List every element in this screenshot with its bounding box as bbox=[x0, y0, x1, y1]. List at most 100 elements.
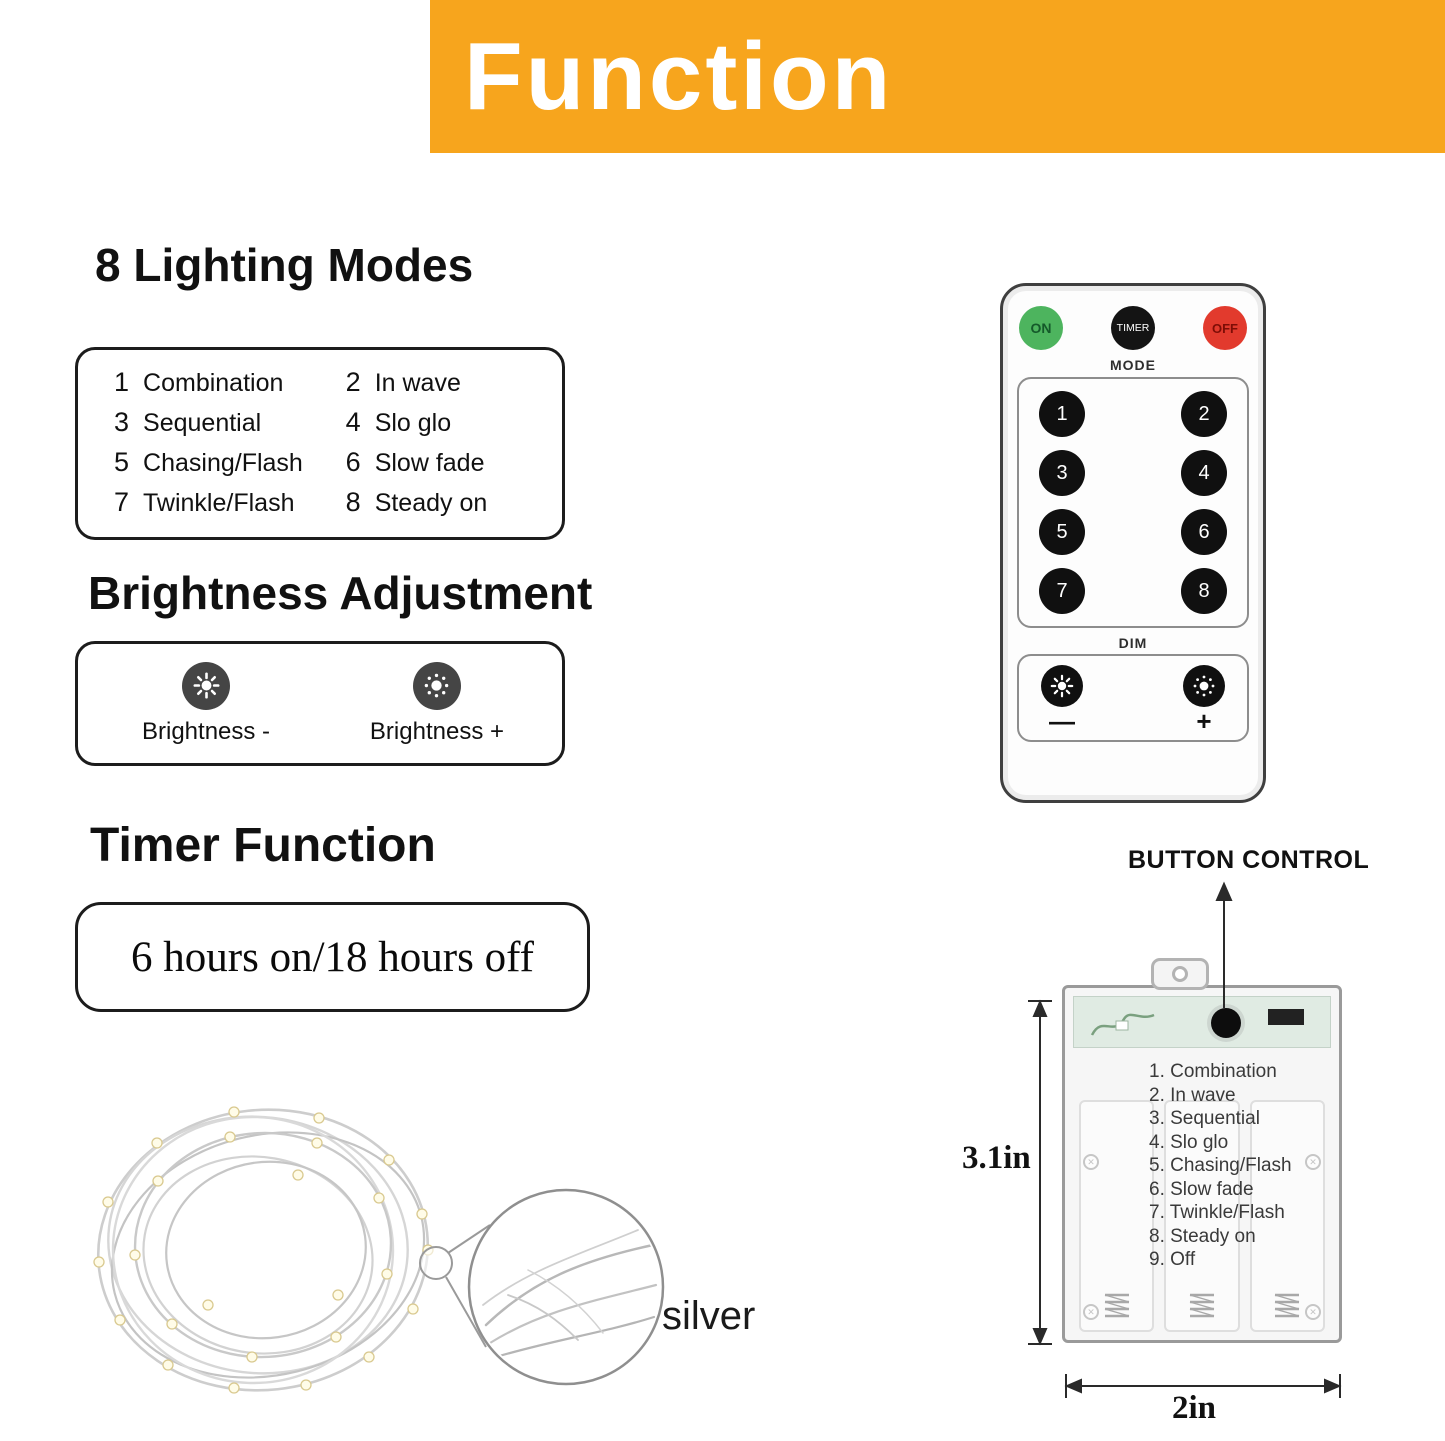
battery-mode-line: 5. Chasing/Flash bbox=[1149, 1155, 1292, 1176]
brightness-heading: Brightness Adjustment bbox=[88, 567, 593, 619]
brightness-plus-group: Brightness + bbox=[369, 661, 504, 746]
remote-mode-button: 3 bbox=[1039, 450, 1085, 496]
battery-box: ✕ ✕ ✕ ✕ 1. Combination 2. In wave 3. Seq… bbox=[1062, 958, 1342, 1343]
brightness-plus-icon bbox=[412, 661, 461, 710]
mode-label: Slow fade bbox=[374, 449, 485, 477]
mode-label: Chasing/Flash bbox=[143, 449, 303, 477]
battery-slot bbox=[1079, 1100, 1155, 1332]
battery-mode-line: 1. Combination bbox=[1149, 1061, 1277, 1082]
chip-component bbox=[1268, 1009, 1304, 1025]
circuit-board bbox=[1073, 996, 1331, 1048]
remote-mode-grid: 1 2 3 4 5 6 7 8 bbox=[1017, 377, 1249, 628]
mode-number: 6 bbox=[345, 447, 361, 477]
mode-item: 2 In wave bbox=[346, 367, 542, 398]
remote-top-row: ON TIMER OFF bbox=[1003, 286, 1263, 350]
brightness-plus-label: Brightness + bbox=[369, 717, 504, 745]
battery-mode-line: 4. Slo glo bbox=[1149, 1131, 1229, 1153]
lighting-modes-heading: 8 Lighting Modes bbox=[95, 239, 474, 291]
battery-mode-line: 7. Twinkle/Flash bbox=[1149, 1202, 1285, 1223]
control-button bbox=[1211, 1008, 1241, 1038]
wire-color-label: silver bbox=[662, 1294, 756, 1338]
mode-item: 4 Slo glo bbox=[346, 407, 542, 438]
mode-item: 1 Combination bbox=[114, 367, 346, 398]
remote-dim-minus-group: — bbox=[1041, 665, 1083, 736]
remote-mode-button: 8 bbox=[1181, 568, 1227, 614]
lighting-modes-box: 1 Combination 2 In wave 3 Sequential 4 Slo g… bbox=[75, 347, 565, 540]
magnifier-circle bbox=[467, 1188, 665, 1386]
mode-label: In wave bbox=[374, 369, 461, 397]
brightness-box: Brightness - Brightness + bbox=[75, 641, 565, 766]
spring-icon bbox=[1189, 1293, 1215, 1318]
remote-mode-button: 2 bbox=[1181, 391, 1227, 437]
timer-box: 6 hours on/18 hours off bbox=[75, 902, 590, 1012]
remote-dim-minus-button bbox=[1041, 665, 1083, 707]
mode-number: 8 bbox=[345, 487, 361, 517]
remote-on-button: ON bbox=[1019, 306, 1063, 350]
remote-mode-label: MODE bbox=[1110, 357, 1156, 373]
mode-number: 7 bbox=[114, 487, 130, 517]
mode-label: Combination bbox=[143, 369, 284, 397]
remote-dim-plus-group: + bbox=[1183, 665, 1225, 736]
mode-number: 3 bbox=[114, 407, 130, 437]
timer-value: 6 hours on/18 hours off bbox=[131, 933, 534, 981]
brightness-minus-group: Brightness - bbox=[142, 661, 271, 746]
mode-label: Slo glo bbox=[374, 409, 452, 437]
battery-slots bbox=[1079, 1100, 1325, 1332]
wire-icon bbox=[1090, 1013, 1155, 1036]
string-light-coil bbox=[93, 1106, 665, 1394]
timer-heading: Timer Function bbox=[90, 819, 436, 872]
mode-item: 8 Steady on bbox=[346, 487, 542, 518]
battery-slot bbox=[1164, 1100, 1240, 1332]
mode-item: 7 Twinkle/Flash bbox=[114, 487, 346, 518]
battery-mode-line: 2. In wave bbox=[1149, 1084, 1236, 1106]
mode-label: Sequential bbox=[143, 409, 262, 437]
spring-icon bbox=[1104, 1293, 1129, 1318]
remote-dim-label: DIM bbox=[1118, 635, 1148, 651]
height-dimension-label: 3.1in bbox=[962, 1140, 1031, 1176]
battery-mode-line: 6. Slow fade bbox=[1149, 1178, 1254, 1200]
remote-mode-button: 4 bbox=[1181, 450, 1227, 496]
hang-tab bbox=[1151, 958, 1209, 990]
hang-hole bbox=[1172, 966, 1188, 982]
remote-control: ON TIMER OFF MODE 1 2 3 4 5 6 7 8 DIM bbox=[1000, 283, 1266, 803]
button-control-label: BUTTON CONTROL bbox=[1128, 846, 1370, 874]
remote-timer-button: TIMER bbox=[1111, 306, 1155, 350]
battery-mode-line: 8. Steady on bbox=[1149, 1225, 1256, 1247]
mode-number: 4 bbox=[345, 407, 361, 437]
remote-mode-button: 5 bbox=[1039, 509, 1085, 555]
mode-item: 6 Slow fade bbox=[346, 447, 542, 478]
brightness-minus-label: Brightness - bbox=[142, 717, 271, 745]
screw-icon: ✕ bbox=[1083, 1154, 1099, 1170]
mode-number: 5 bbox=[114, 447, 130, 477]
remote-dim-grid: — + bbox=[1017, 654, 1249, 742]
spring-icon bbox=[1275, 1293, 1300, 1318]
mode-item: 3 Sequential bbox=[114, 407, 346, 438]
page-title: Function bbox=[464, 22, 894, 130]
brightness-minus-icon bbox=[182, 661, 231, 710]
mode-number: 1 bbox=[114, 367, 130, 397]
mode-number: 2 bbox=[345, 367, 361, 397]
battery-mode-line: 3. Sequential bbox=[1149, 1108, 1260, 1129]
battery-slot bbox=[1249, 1100, 1325, 1332]
remote-mode-button: 1 bbox=[1039, 391, 1085, 437]
dim-plus-sign: + bbox=[1196, 706, 1212, 736]
header-banner: Function bbox=[430, 0, 1445, 153]
sun-icon bbox=[193, 672, 220, 699]
screw-icon: ✕ bbox=[1083, 1304, 1099, 1320]
battery-mode-line: 9. Off bbox=[1149, 1249, 1196, 1270]
mode-label: Twinkle/Flash bbox=[143, 489, 295, 517]
width-dimension-label: 2in bbox=[1172, 1390, 1217, 1426]
screw-icon: ✕ bbox=[1305, 1154, 1321, 1170]
sun-icon bbox=[1050, 674, 1074, 698]
remote-dim-plus-button bbox=[1183, 665, 1225, 707]
battery-mode-list: 1. Combination 2. In wave 3. Sequential … bbox=[1149, 1060, 1292, 1272]
sun-dotted-icon bbox=[1193, 675, 1215, 697]
remote-mode-button: 7 bbox=[1039, 568, 1085, 614]
mode-item: 5 Chasing/Flash bbox=[114, 447, 346, 478]
remote-off-button: OFF bbox=[1203, 306, 1247, 350]
mode-label: Steady on bbox=[374, 489, 488, 517]
zoom-source-marker bbox=[419, 1246, 453, 1280]
dim-minus-sign: — bbox=[1049, 706, 1075, 736]
remote-mode-button: 6 bbox=[1181, 509, 1227, 555]
